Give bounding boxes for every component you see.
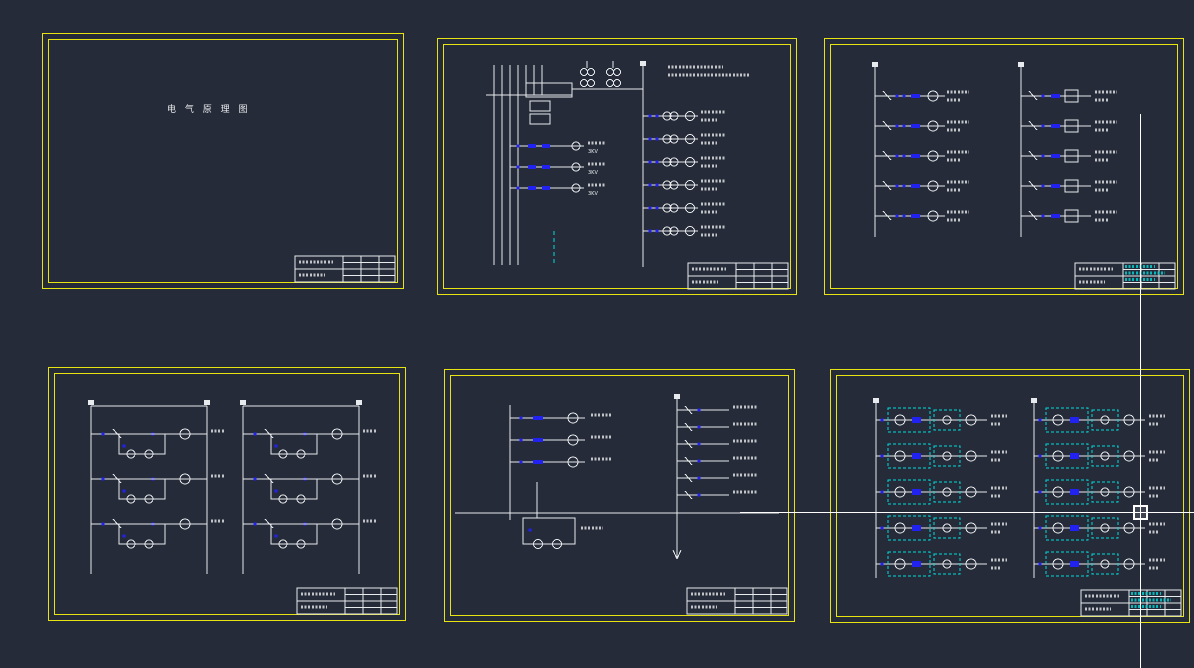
svg-text:3KV: 3KV (588, 170, 598, 176)
sheet-6-frame[interactable] (830, 369, 1190, 623)
sheet-1-drawing: 电 气 原 理 图 (167, 103, 396, 283)
sheet-2-drawing: 3KV 3KV 3KV (486, 61, 789, 290)
sheet-4-frame[interactable] (48, 367, 406, 621)
sheet-5-frame[interactable] (444, 369, 795, 622)
pickbox-cursor (1132, 504, 1148, 520)
sheet-5-drawing (455, 394, 788, 615)
crosshair-horizontal-line (740, 512, 1194, 513)
svg-text:电 气 原 理 图: 电 气 原 理 图 (167, 103, 250, 115)
sheet-3-frame[interactable] (824, 38, 1184, 295)
sheet-2-frame[interactable]: 3KV 3KV 3KV (437, 38, 797, 295)
sheet-1-frame[interactable]: 电 气 原 理 图 (42, 33, 404, 289)
sheet-6-drawing (873, 398, 1182, 617)
crosshair-vertical-line (1140, 114, 1141, 668)
sheet-4-drawing (88, 400, 398, 615)
sheet-3-drawing (872, 62, 1176, 290)
svg-text:3KV: 3KV (588, 149, 598, 155)
svg-text:3KV: 3KV (588, 191, 598, 197)
